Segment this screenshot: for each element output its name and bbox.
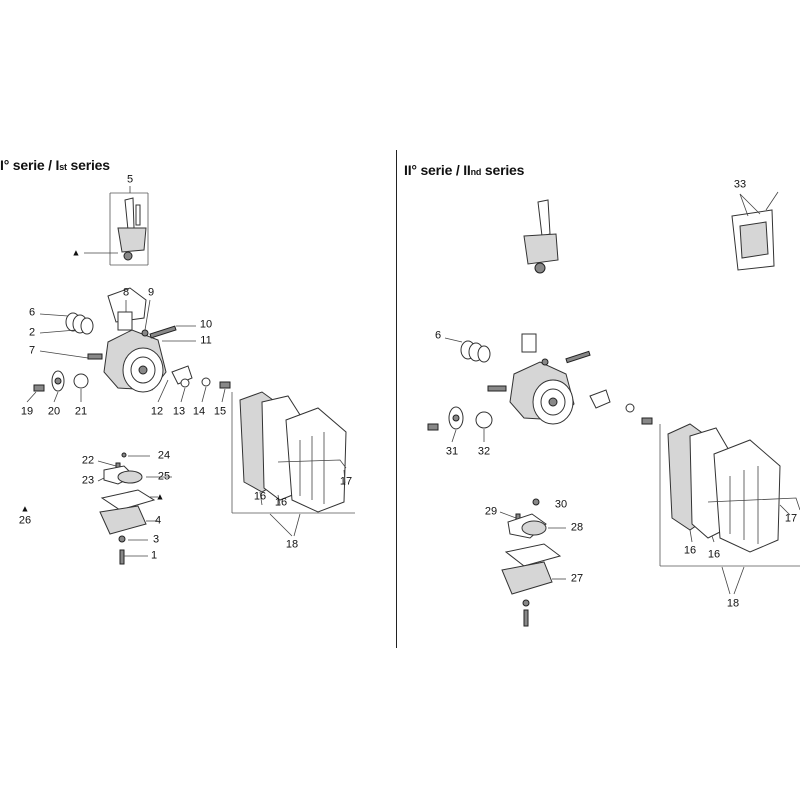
label-right-part-18: 18 <box>726 597 740 610</box>
label-right-part-6: 6 <box>434 329 442 342</box>
label-part-25: 25 <box>157 470 171 483</box>
left-series-heading: I° serie / Ist series <box>0 157 110 173</box>
parts-10-11-screws <box>149 325 196 342</box>
label-part-5: 5 <box>126 173 134 186</box>
label-right-part-16-b: 16 <box>707 548 721 561</box>
parts-31-32 <box>427 403 653 443</box>
left-carburetor-body <box>103 287 193 393</box>
label-part-17: 17 <box>339 475 353 488</box>
parts-6-2-rings <box>39 312 94 335</box>
parts-12-13-14-15 <box>157 377 231 403</box>
part-5-throttle-assembly <box>84 186 149 266</box>
warning-triangle-icon: ▲ <box>71 247 81 258</box>
right-part-6-rings <box>444 337 491 363</box>
label-part-4: 4 <box>154 514 162 527</box>
label-part-18: 18 <box>285 538 299 551</box>
right-carburetor-body <box>487 333 611 425</box>
label-part-7: 7 <box>28 344 36 357</box>
label-part-16-b: 16 <box>274 496 288 509</box>
left-air-filter-assembly <box>231 391 355 537</box>
panel-divider <box>396 150 397 648</box>
parts-22-25 <box>97 452 172 485</box>
label-part-1: 1 <box>150 549 158 562</box>
warning-triangle-icon: ▲ <box>20 503 30 514</box>
label-part-10: 10 <box>199 318 213 331</box>
label-part-14: 14 <box>192 405 206 418</box>
parts-19-20-21 <box>26 370 89 403</box>
right-air-filter-assembly <box>659 423 800 595</box>
part-7-screw <box>39 350 103 360</box>
part-33-assembly <box>731 191 779 271</box>
label-part-21: 21 <box>74 405 88 418</box>
label-right-part-17: 17 <box>784 512 798 525</box>
label-part-26: 26 <box>18 514 32 527</box>
right-series-heading: II° serie / IInd series <box>404 162 525 178</box>
label-part-3: 3 <box>152 533 160 546</box>
label-part-12: 12 <box>150 405 164 418</box>
label-part-31: 31 <box>445 445 459 458</box>
label-part-32: 32 <box>477 445 491 458</box>
label-part-15: 15 <box>213 405 227 418</box>
parts-27-30 <box>499 498 566 627</box>
parts-4-3-1 <box>99 489 158 565</box>
parts-8-9 <box>117 299 151 337</box>
label-part-13: 13 <box>172 405 186 418</box>
label-part-22: 22 <box>81 454 95 467</box>
label-part-11: 11 <box>200 334 212 347</box>
label-part-6: 6 <box>28 306 36 319</box>
label-part-20: 20 <box>47 405 61 418</box>
right-throttle-assembly <box>523 199 559 274</box>
label-part-19: 19 <box>20 405 34 418</box>
label-part-28: 28 <box>570 521 584 534</box>
label-part-24: 24 <box>157 449 171 462</box>
label-part-2: 2 <box>28 326 36 339</box>
label-part-8: 8 <box>122 286 130 299</box>
label-right-part-16-a: 16 <box>683 544 697 557</box>
label-part-9: 9 <box>147 286 155 299</box>
label-part-33: 33 <box>733 178 747 191</box>
label-part-23: 23 <box>81 474 95 487</box>
label-part-30: 30 <box>554 498 568 511</box>
warning-triangle-icon: ▲ <box>155 491 165 502</box>
label-part-29: 29 <box>484 505 498 518</box>
label-part-16-a: 16 <box>253 490 267 503</box>
label-part-27: 27 <box>570 572 584 585</box>
